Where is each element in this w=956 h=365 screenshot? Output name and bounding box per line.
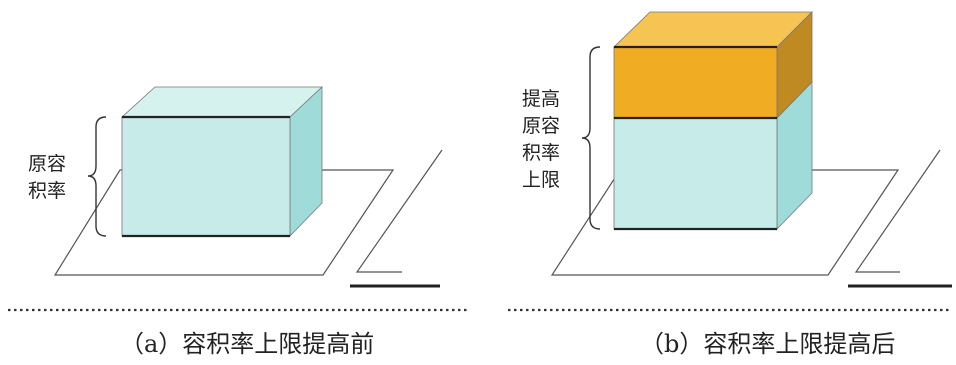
panel-b-side-label-line-2: 原容 bbox=[522, 115, 560, 137]
panel-a-side-label-line-2: 积率 bbox=[28, 180, 66, 202]
panel-b: 提高 原容 积率 上限 （b）容积率上限提高后 bbox=[508, 11, 952, 358]
panel-b-added-box-front bbox=[613, 46, 778, 119]
panel-b-brace bbox=[581, 46, 601, 230]
panel-a-box-front bbox=[121, 116, 291, 237]
panel-b-side-label-line-1: 提高 bbox=[522, 88, 560, 110]
panel-b-side-label-line-4: 上限 bbox=[522, 169, 560, 191]
panel-b-original-box-front bbox=[613, 117, 778, 230]
panel-a-road-line bbox=[355, 149, 443, 273]
panel-a-side-label-line-1: 原容 bbox=[28, 153, 66, 175]
panel-b-road-line bbox=[854, 149, 941, 273]
panel-a-box-top bbox=[120, 86, 324, 118]
panel-b-caption: （b）容积率上限提高后 bbox=[640, 330, 895, 358]
panel-b-side-label-line-3: 积率 bbox=[522, 142, 560, 164]
panel-a-brace bbox=[87, 116, 107, 237]
panel-a: 原容 积率 （a）容积率上限提高前 bbox=[8, 86, 470, 358]
panel-a-caption: （a）容积率上限提高前 bbox=[120, 330, 374, 358]
